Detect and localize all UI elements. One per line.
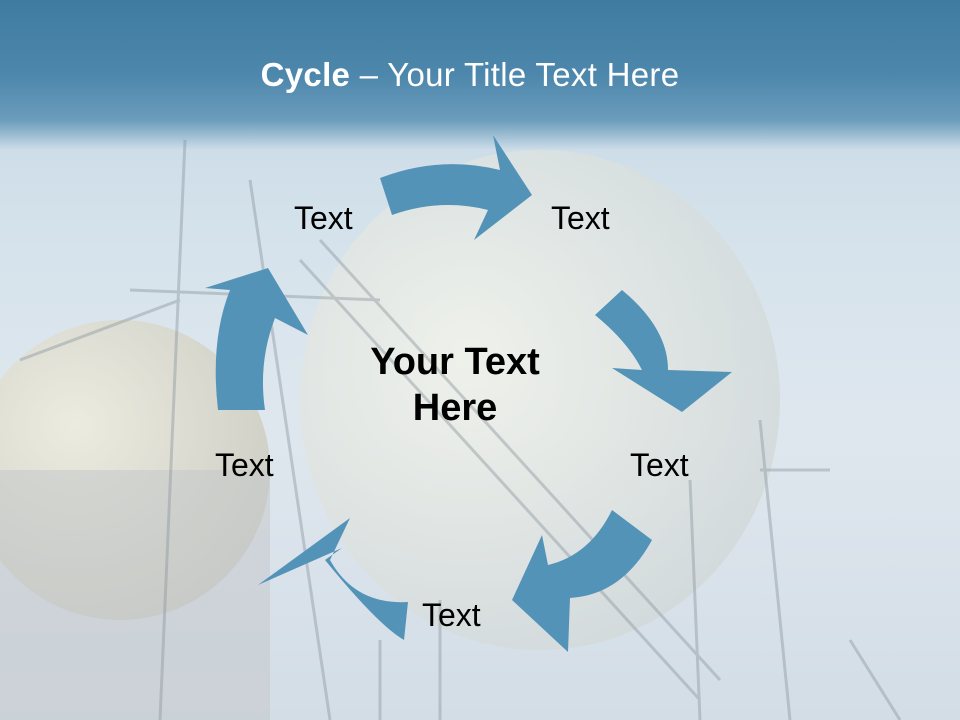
node-label-right: Text — [630, 447, 689, 483]
node-label-top-left: Text — [294, 200, 353, 236]
center-text: Your Text Here — [305, 340, 605, 431]
node-label-bottom: Text — [422, 597, 481, 633]
slide-title: Cycle – Your Title Text Here — [0, 56, 940, 94]
background-tank-right — [300, 150, 780, 650]
cycle-arrow-bottom-right — [512, 510, 652, 652]
title-rest: – Your Title Text Here — [350, 56, 680, 93]
cycle-arrow-bottom-left — [258, 518, 408, 640]
center-text-line2: Here — [412, 386, 498, 429]
title-bar — [0, 0, 960, 150]
center-text-line1: Your Text — [370, 341, 540, 383]
node-label-left: Text — [215, 447, 274, 483]
cycle-arrow-top — [380, 135, 532, 240]
cycle-arrow-left — [205, 268, 308, 410]
title-bold: Cycle — [260, 56, 351, 93]
cycle-arrow-right — [595, 290, 732, 412]
node-label-top-right: Text — [551, 200, 610, 236]
